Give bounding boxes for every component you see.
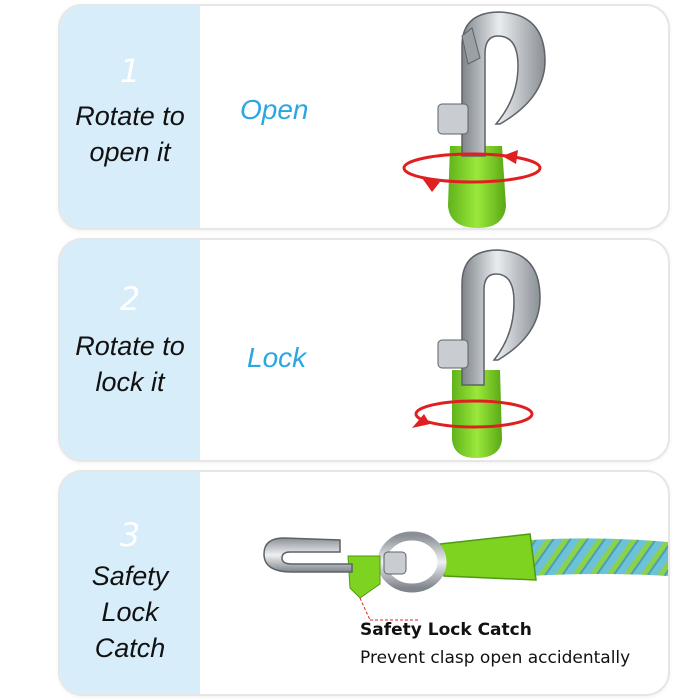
green-safety-catch	[347, 555, 381, 599]
callout-pointer	[359, 597, 371, 621]
snap-hook	[461, 11, 546, 157]
step-1-sidebar	[60, 6, 200, 228]
step-2-action-label: Lock	[247, 342, 307, 373]
step-2-instruction: Rotate to lock it	[60, 328, 200, 400]
rotation-arrow-ring	[402, 152, 542, 184]
step-2-panel: 2 Rotate to lock it Lock	[60, 240, 668, 460]
step-2-number: 2	[119, 280, 141, 318]
step-3-line-1: Safety	[91, 561, 169, 591]
step-3-panel: 3 Safety Lock Catch	[60, 472, 668, 694]
step-1-action-label: Open	[240, 94, 309, 125]
snap-hook	[461, 249, 541, 386]
step-3-instruction: Safety Lock Catch	[60, 558, 200, 666]
caption-title: Safety Lock Catch	[360, 620, 532, 640]
webbing-sleeve	[439, 533, 537, 581]
gate-latch	[437, 339, 469, 369]
snap-hook-open-illustration	[402, 11, 546, 228]
step-2-sidebar	[60, 240, 200, 460]
gate-latch	[437, 103, 469, 135]
step-2-line-1: Rotate to	[75, 331, 185, 361]
leash-clasp-illustration	[263, 531, 668, 621]
snap-hook-lock-illustration	[412, 249, 541, 458]
step-1-instruction: Rotate to open it	[60, 98, 200, 170]
step-3-number: 3	[119, 516, 141, 554]
arrow-head-right	[502, 150, 518, 164]
step-2-line-2: lock it	[95, 367, 165, 397]
step-1-number: 1	[119, 52, 141, 90]
swivel-ring	[377, 531, 447, 593]
step-3-sidebar	[60, 472, 200, 694]
green-lock-sleeve	[448, 146, 506, 228]
caption-subtitle: Prevent clasp open accidentally	[360, 648, 631, 668]
swivel-joint	[383, 551, 407, 575]
hook-gate	[461, 27, 481, 65]
green-lock-sleeve	[452, 370, 502, 458]
arrow-head-left	[422, 178, 440, 192]
arrow-head-left	[412, 414, 430, 428]
step-1-panel: 1 Rotate to open it Open	[60, 6, 668, 228]
rotation-arrow-ring	[414, 399, 534, 429]
step-3-line-3: Catch	[94, 633, 166, 663]
step-3-line-2: Lock	[101, 597, 159, 627]
braided-rope	[530, 538, 668, 576]
snap-hook	[263, 537, 353, 573]
step-1-line-2: open it	[89, 137, 171, 167]
step-1-line-1: Rotate to	[75, 101, 185, 131]
